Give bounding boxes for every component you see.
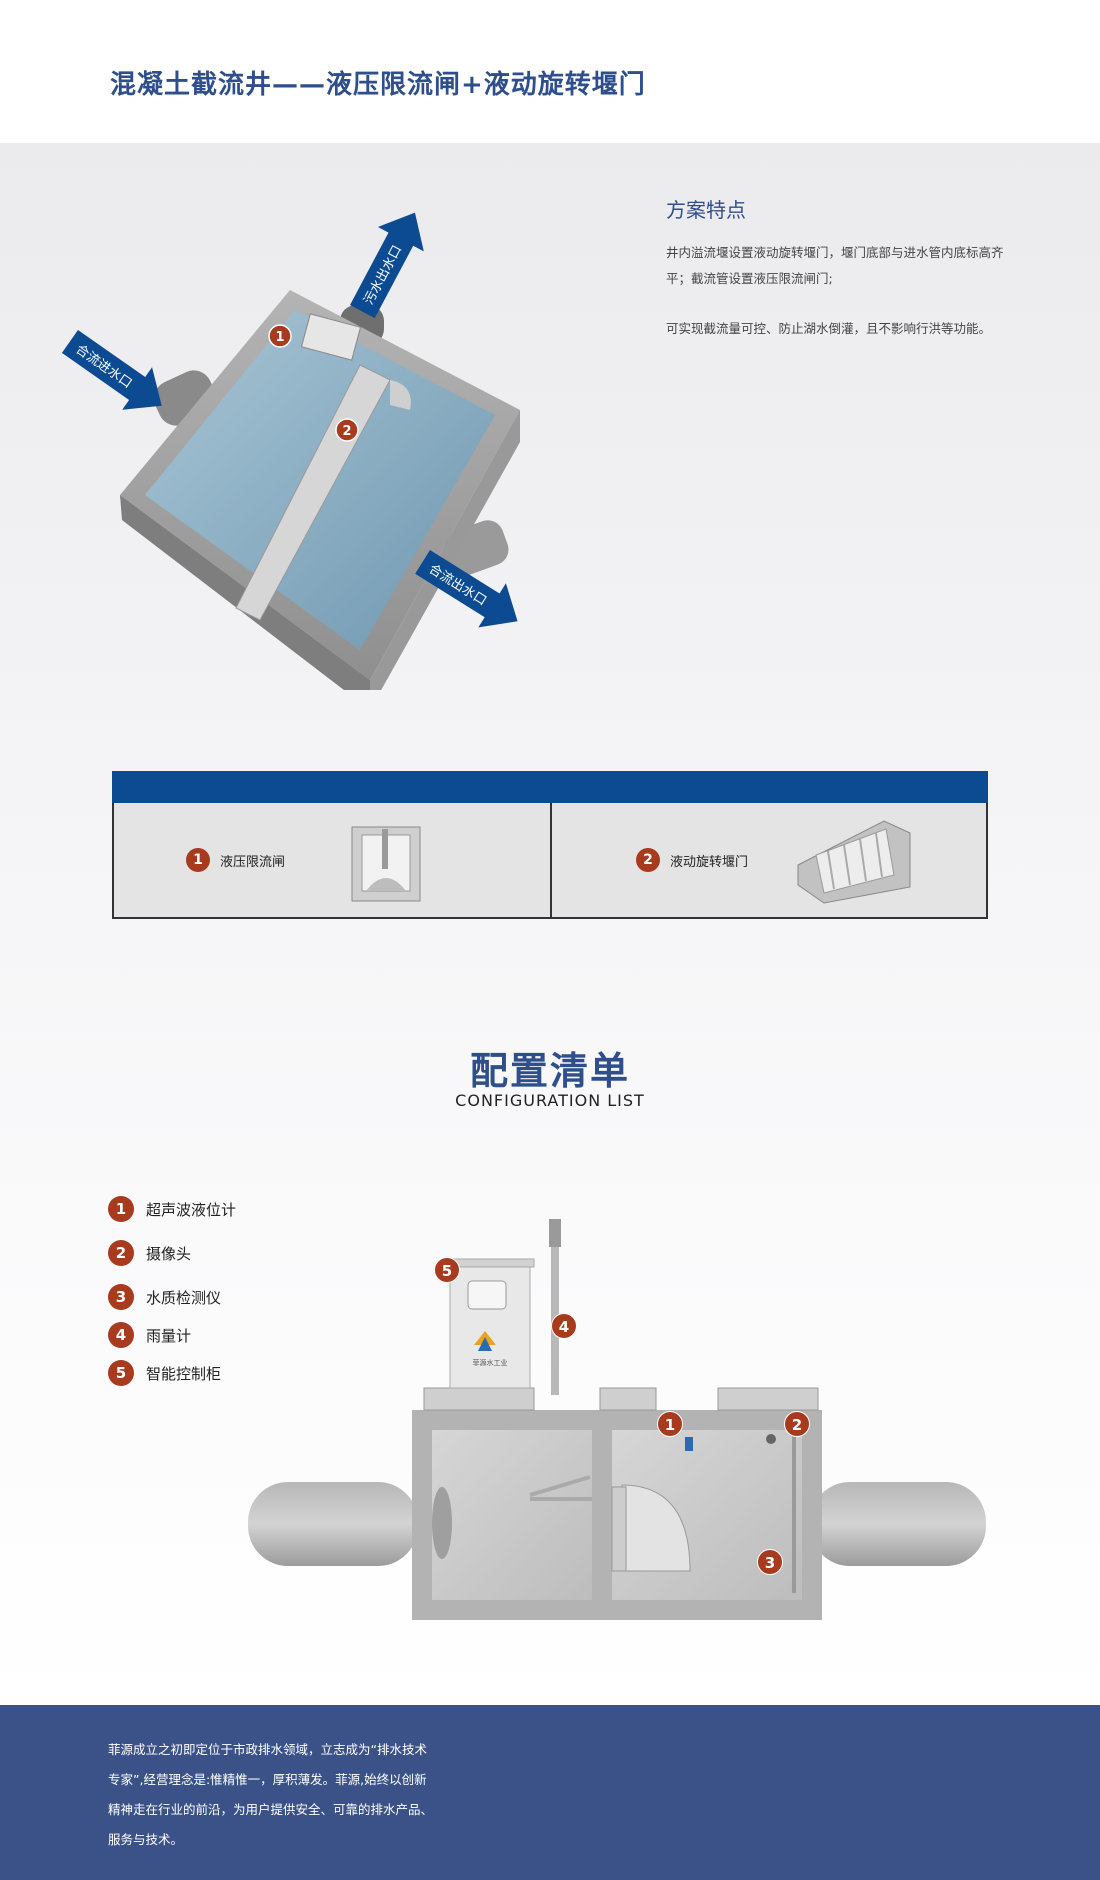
marker-2-text: 2	[342, 424, 351, 439]
marker-2	[335, 418, 359, 442]
well-cross-section-diagram: 菲源水工业	[248, 1219, 986, 1620]
legend-number: 1	[108, 1196, 134, 1222]
legend-label: 雨量计	[146, 1327, 192, 1345]
marker-1-text: 1	[275, 330, 284, 345]
flow-limit-gate	[300, 313, 362, 361]
config-title: 配置清单	[469, 1049, 630, 1093]
features-paragraph-2: 可实现截流量可控、防止湖水倒灌，且不影响行洪等功能。	[666, 321, 992, 336]
cell-2-number: 2	[636, 848, 660, 872]
footer: 菲源成立之初即定位于市政排水领域，立志成为“排水技术专家”,经营理念是:惟精惟一…	[0, 1705, 1100, 1880]
rotating-weir	[621, 1484, 691, 1572]
left-lid	[423, 1387, 535, 1411]
sewage-outlet-arrow: 污水出水口	[350, 212, 424, 319]
water-quality-probe	[792, 1433, 796, 1593]
left-pipe	[248, 1482, 418, 1566]
legend-label: 智能控制柜	[146, 1365, 222, 1383]
legend-number: 3	[108, 1284, 134, 1310]
badge-4: 4	[551, 1313, 577, 1339]
badge-5: 5	[434, 1257, 460, 1283]
weir-curve	[390, 380, 411, 410]
middle-lid	[599, 1387, 657, 1411]
config-subtitle: CONFIGURATION LIST	[455, 1091, 645, 1110]
component-table: 1 液压限流闸 2 液动旋转堰门	[112, 771, 988, 919]
camera	[766, 1434, 776, 1444]
flow-limit-gate-image	[351, 826, 421, 902]
cell-2-label: 液动旋转堰门	[670, 855, 749, 870]
legend-label: 水质检测仪	[146, 1289, 222, 1307]
legend-number: 5	[108, 1360, 134, 1386]
legend-number: 2	[108, 1240, 134, 1266]
table-body: 1 液压限流闸 2 液动旋转堰门	[112, 803, 988, 919]
table-divider	[550, 803, 552, 917]
left-opening	[432, 1487, 452, 1559]
page-title: 混凝土截流井——液压限流闸+液动旋转堰门	[110, 70, 646, 100]
marker-1	[268, 324, 292, 348]
legend-label: 摄像头	[146, 1245, 192, 1263]
cabinet-window	[467, 1280, 507, 1310]
badge-3: 3	[757, 1549, 783, 1575]
well-side-wall	[370, 410, 520, 690]
legend-number: 4	[108, 1322, 134, 1348]
ultrasonic-sensor	[685, 1437, 693, 1451]
badge-1: 1	[657, 1411, 683, 1437]
features-text: 井内溢流堰设置液动旋转堰门，堰门底部与进水管内底标高齐平；截流管设置液压限流闸门…	[666, 240, 1026, 366]
cell-1-number: 1	[186, 848, 210, 872]
badge-2: 2	[784, 1411, 810, 1437]
right-lid	[717, 1387, 819, 1411]
features-paragraph-1: 井内溢流堰设置液动旋转堰门，堰门底部与进水管内底标高齐平；截流管设置液压限流闸门…	[666, 245, 1004, 286]
cabinet-logo-text: 菲源水工业	[473, 1358, 508, 1367]
weir-arm	[529, 1475, 591, 1497]
well-isometric-diagram: 1 2 合流进水口 污水出水口 合流出水口	[61, 212, 520, 690]
footer-text: 菲源成立之初即定位于市政排水领域，立志成为“排水技术专家”,经营理念是:惟精惟一…	[108, 1742, 434, 1847]
left-chamber	[432, 1430, 592, 1600]
rotating-weir-gate-image	[797, 820, 911, 904]
legend-label: 超声波液位计	[146, 1201, 237, 1219]
features-heading: 方案特点	[666, 198, 746, 222]
rain-gauge-head	[549, 1219, 561, 1247]
cell-1-label: 液压限流闸	[220, 855, 286, 870]
table-header-bar	[112, 771, 988, 803]
right-pipe	[810, 1482, 986, 1566]
